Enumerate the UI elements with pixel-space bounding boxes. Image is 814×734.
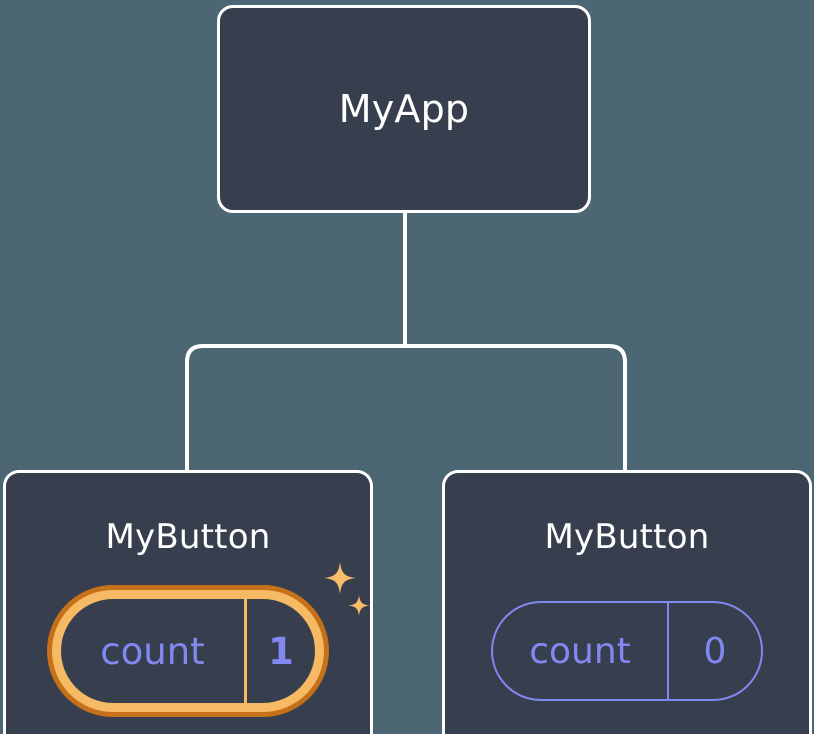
- node-mybutton-2-label: MyButton: [544, 517, 710, 557]
- state-badge-value: 0: [703, 630, 727, 672]
- node-mybutton-2[interactable]: MyButton count 0: [442, 470, 812, 734]
- state-badge-count-idle[interactable]: count 0: [491, 601, 763, 701]
- state-badge-inner: count 1: [61, 599, 315, 703]
- state-badge-value: 1: [268, 629, 294, 673]
- state-badge-key: count: [493, 603, 669, 699]
- state-badge-count-updated[interactable]: count 1: [47, 585, 329, 717]
- state-badge-key: count: [61, 599, 247, 703]
- connector-branch-bus: [185, 344, 627, 470]
- node-mybutton-1-label: MyButton: [105, 517, 271, 557]
- node-myapp[interactable]: MyApp: [217, 5, 591, 213]
- node-mybutton-1[interactable]: MyButton count 1: [3, 470, 373, 734]
- node-myapp-label: MyApp: [338, 87, 470, 131]
